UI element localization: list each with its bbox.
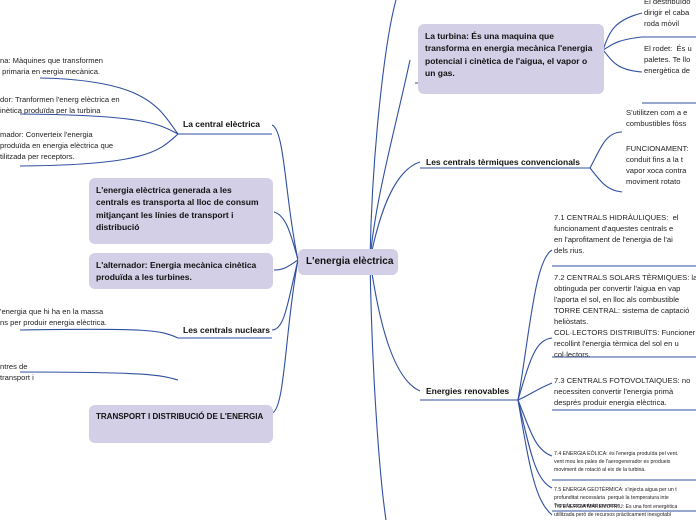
node-alternador[interactable]: L'alternador: Energia mecànica cinètica … (89, 253, 273, 289)
link-renovables (369, 259, 421, 392)
link-nuclears (271, 259, 299, 331)
text-rodet: El rodet: És u paletes. Te llo energètic… (644, 44, 692, 75)
link-central (271, 124, 299, 261)
text-transformador: mador: Converteix l'energia produïda en … (0, 130, 114, 161)
text-geotermica: 7.5 ENERGIA GEOTÈRMICA: s'injecta aigua … (554, 487, 677, 509)
node-transport[interactable]: TRANSPORT I DISTRIBUCIÓ DE L'ENERGIA (89, 405, 273, 443)
central-topic[interactable]: L'energia elèctrica (298, 249, 398, 275)
link-energia-generada (273, 211, 299, 261)
text-termiques-us: S'utilitzen com a e combustibles fòss (626, 108, 688, 128)
link-termiques (369, 161, 421, 261)
link-transport (271, 259, 299, 414)
text-solars: 7.2 CENTRALS SOLARS TÈRMIQUES: la obting… (554, 273, 696, 359)
node-central-electrica[interactable]: La central elèctrica (183, 119, 261, 129)
link-alternador (273, 259, 299, 271)
text-funcionament: FUNCIONAMENT: conduit fins a la t vapor … (626, 144, 689, 186)
node-energia-generada[interactable]: L'energia elèctrica generada a les centr… (89, 178, 273, 244)
text-eolica: 7.4 ENERGIA EÒLICA: és l'energia produïd… (554, 451, 679, 473)
text-generador: dor: Tranformen l'energ elèctrica en inè… (0, 95, 120, 115)
node-termiques[interactable]: Les centrals tèrmiques convencionals (426, 157, 581, 167)
text-maremotriu: 7.6 ENERGIA MAREMOTRIU: Es una font ener… (554, 504, 678, 518)
link-bottom (369, 259, 387, 520)
link-top (369, 0, 397, 261)
text-transport-def: ntres de transport i (0, 362, 34, 382)
text-distribuidor: El destribuïdo dirigir el caba roda mòvi… (644, 0, 691, 28)
node-renovables[interactable]: Energies renovables (426, 386, 510, 396)
text-hidrauliques: 7.1 CENTRALS HIDRÀULIQUES: el funcioname… (554, 213, 679, 255)
node-turbina[interactable]: La turbina: És una maquina que transform… (418, 24, 604, 94)
node-centrals-nuclears[interactable]: Les centrals nuclears (183, 325, 270, 335)
text-turbina-def: na: Màquines que transformen primaria en… (0, 56, 103, 76)
text-fotovoltaiques: 7.3 CENTRALS FOTOVOLTAIQUES: no necessit… (554, 376, 691, 407)
text-nuclear-def: 'energia que hi ha en la massa ns per pr… (0, 307, 107, 327)
link-turbina (369, 59, 411, 261)
